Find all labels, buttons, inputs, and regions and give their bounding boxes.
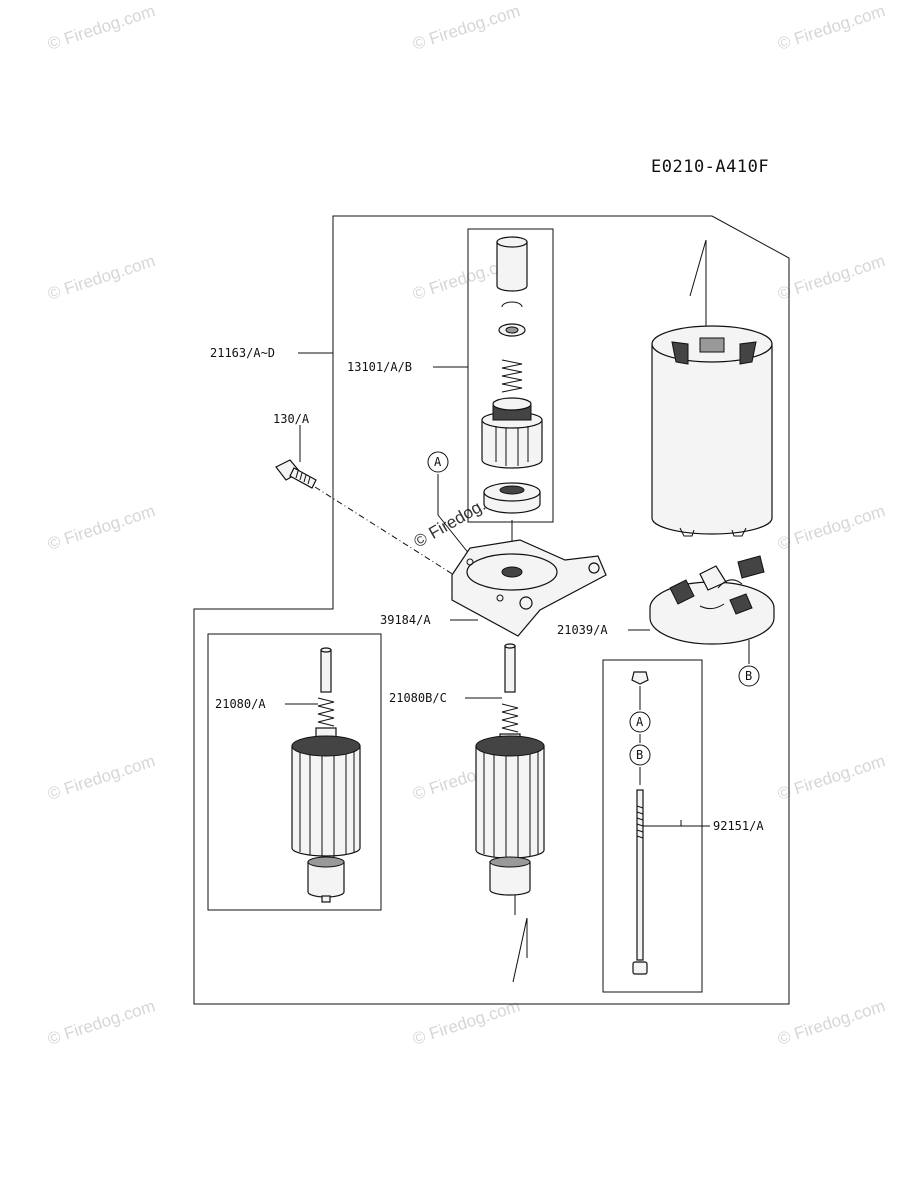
watermark: © Firedog.com [45,996,157,1049]
callout-130: 130/A [273,412,310,426]
watermark: © Firedog.com [45,1,157,54]
svg-text:A: A [434,455,442,469]
watermark: © Firedog.com [45,501,157,554]
armature-a-illustration [291,647,361,903]
svg-text:A: A [636,715,644,729]
yoke-illustration [651,325,773,537]
callout-92151: 92151/A [713,819,764,833]
watermark: © Firedog.com [45,751,157,804]
callout-13101: 13101/A/B [347,360,412,374]
marker-a-bolt: A [629,711,651,733]
drive-kit-box [467,228,554,523]
armature-a-box [207,633,382,911]
watermark: © Firedog.com [775,1,887,54]
marker-b-bolt: B [629,744,651,766]
svg-text:B: B [636,748,643,762]
callout-39184: 39184/A [380,613,431,627]
watermark: © Firedog.com [775,501,887,554]
assembly-frame [193,215,790,1005]
watermark: © Firedog.com [45,251,157,304]
marker-a-top: A [427,451,449,473]
callout-21080a: 21080/A [215,697,266,711]
watermark: © Firedog.com [410,1,522,54]
watermark: © Firedog.com [775,251,887,304]
callout-21163: 21163/A~D [210,346,275,360]
diagram-code: E0210-A410F [651,157,769,177]
brush-plate-illustration [649,555,775,645]
svg-text:B: B [745,669,752,683]
watermark: © Firedog.com [775,996,887,1049]
watermark: © Firedog.com [775,751,887,804]
armature-bc-illustration [475,643,545,896]
drive-kit-illustration [481,236,543,514]
end-frame-illustration [451,539,607,637]
marker-b-right: B [738,665,760,687]
callout-21080b: 21080B/C [389,691,447,705]
callout-21039: 21039/A [557,623,608,637]
through-bolt-illustration [631,671,649,975]
screw-illustration [275,459,317,489]
